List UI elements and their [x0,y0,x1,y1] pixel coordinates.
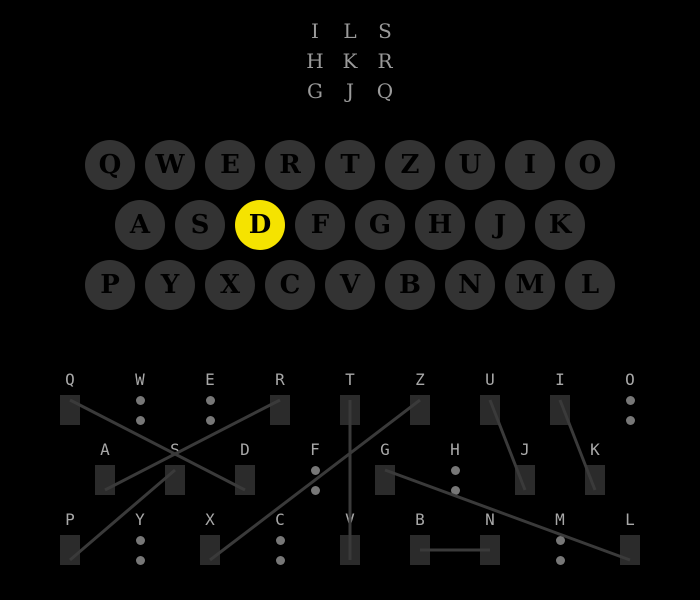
cable-g-l [384,468,631,562]
cable-i-k [558,399,597,491]
rotor-letter: L [343,19,357,43]
cable-q-d [69,398,246,492]
plug-jack-o-1[interactable] [625,395,635,405]
cable-u-j [488,399,527,491]
lamp-a: A [115,200,165,250]
lamp-s: S [175,200,225,250]
plug-label-c: C [275,510,285,529]
plug-label-k: K [590,440,600,459]
plug-label-a: A [100,440,110,459]
lamp-e: E [205,140,255,190]
plug-socket-j[interactable] [515,465,535,495]
plug-label-l: L [625,510,635,529]
plug-label-r: R [275,370,285,389]
rotor-letter: R [377,49,393,73]
lamp-q: Q [85,140,135,190]
plug-socket-k[interactable] [585,465,605,495]
plug-jack-o-2[interactable] [625,415,635,425]
plug-jack-y-2[interactable] [135,555,145,565]
lamp-m: M [505,260,555,310]
plug-socket-u[interactable] [480,395,500,425]
plug-label-p: P [65,510,75,529]
lamp-y: Y [145,260,195,310]
plug-label-j: J [520,440,530,459]
lamp-o: O [565,140,615,190]
lamp-n: N [445,260,495,310]
plug-socket-i[interactable] [550,395,570,425]
plug-jack-h-1[interactable] [450,465,460,475]
rotor-letter: I [311,19,319,43]
lamp-u: U [445,140,495,190]
lamp-f: F [295,200,345,250]
lamp-w: W [145,140,195,190]
plug-jack-m-1[interactable] [555,535,565,545]
plug-label-h: H [450,440,460,459]
plug-jack-c-1[interactable] [275,535,285,545]
plug-label-n: N [485,510,495,529]
lamp-c: C [265,260,315,310]
lamp-z: Z [385,140,435,190]
rotor-letter: K [342,49,358,73]
plug-label-e: E [205,370,215,389]
plug-label-b: B [415,510,425,529]
lamp-r: R [265,140,315,190]
plug-jack-w-2[interactable] [135,415,145,425]
plug-label-t: T [345,370,355,389]
plug-label-u: U [485,370,495,389]
lamp-b: B [385,260,435,310]
plug-jack-h-2[interactable] [450,485,460,495]
cable-s-p [69,468,176,562]
plug-label-w: W [135,370,145,389]
lamp-i: I [505,140,555,190]
lamp-d: D [235,200,285,250]
plug-jack-e-1[interactable] [205,395,215,405]
plug-jack-m-2[interactable] [555,555,565,565]
plug-jack-f-1[interactable] [310,465,320,475]
cable-r-a [104,398,281,492]
lamp-j: J [475,200,525,250]
plug-jack-e-2[interactable] [205,415,215,425]
lamp-x: X [205,260,255,310]
cable-z-x [209,398,421,562]
lamp-t: T [325,140,375,190]
plug-label-z: Z [415,370,425,389]
rotor-letter: S [378,19,392,43]
plug-label-f: F [310,440,320,459]
rotor-letter: H [306,49,324,73]
plug-jack-c-2[interactable] [275,555,285,565]
plug-label-y: Y [135,510,145,529]
lamp-k: K [535,200,585,250]
lamp-l: L [565,260,615,310]
rotor-letter: Q [376,79,394,103]
plug-label-s: S [170,440,180,459]
plug-label-m: M [555,510,565,529]
lamp-p: P [85,260,135,310]
lamp-v: V [325,260,375,310]
plug-label-i: I [555,370,565,389]
plug-label-o: O [625,370,635,389]
rotor-letter: G [307,79,323,103]
plug-label-x: X [205,510,215,529]
lamp-g: G [355,200,405,250]
plug-jack-w-1[interactable] [135,395,145,405]
plug-jack-y-1[interactable] [135,535,145,545]
plug-label-g: G [380,440,390,459]
plug-cables [69,398,631,562]
plug-label-d: D [240,440,250,459]
plug-label-q: Q [65,370,75,389]
lamp-h: H [415,200,465,250]
rotor-letter: J [345,79,355,103]
plug-jack-f-2[interactable] [310,485,320,495]
